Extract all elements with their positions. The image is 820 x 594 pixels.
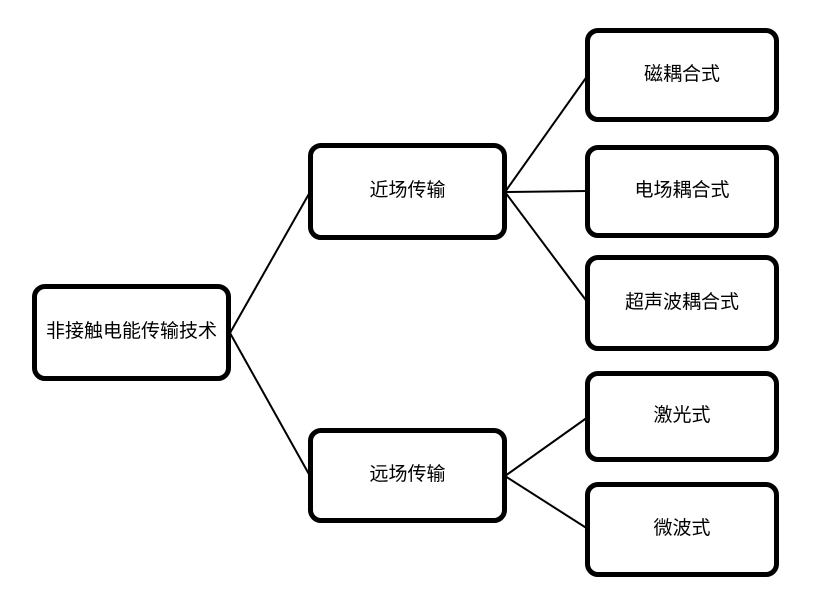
edge-near-ultrasonic — [504, 191, 589, 304]
node-label: 微波式 — [653, 518, 711, 540]
node-laser-type: 激光式 — [585, 371, 779, 462]
node-label: 激光式 — [653, 405, 711, 427]
node-electric-field-coupling: 电场耦合式 — [585, 145, 779, 238]
edge-near-magnetic — [504, 74, 589, 193]
node-label: 超声波耦合式 — [624, 291, 739, 313]
node-microwave-type: 微波式 — [585, 482, 779, 577]
edge-far-microwave — [504, 475, 589, 530]
node-label: 磁耦合式 — [643, 63, 720, 85]
edge-far-laser — [504, 416, 589, 477]
node-far-field-transmission: 远场传输 — [308, 428, 507, 523]
node-label: 非接触电能传输技术 — [45, 321, 217, 343]
node-label: 近场传输 — [369, 180, 446, 202]
node-ultrasonic-coupling: 超声波耦合式 — [585, 255, 779, 351]
edge-root-near-field — [229, 191, 311, 334]
node-label: 电场耦合式 — [634, 180, 730, 202]
node-near-field-transmission: 近场传输 — [308, 143, 507, 240]
node-magnetic-coupling: 磁耦合式 — [585, 28, 779, 122]
node-root-contactless-power-transmission: 非接触电能传输技术 — [32, 284, 231, 381]
node-label: 远场传输 — [369, 464, 446, 486]
edge-near-electric — [504, 190, 589, 193]
edge-root-far-field — [229, 332, 311, 477]
